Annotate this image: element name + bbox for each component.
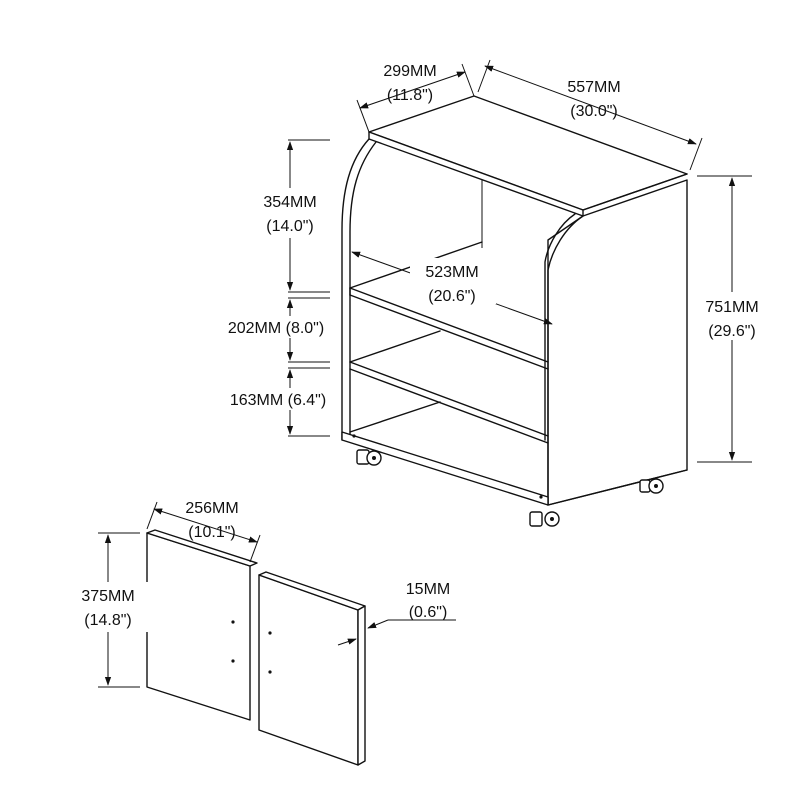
- door-width-mm-label: 256MM: [185, 500, 238, 517]
- left-side-panel: [341, 138, 370, 441]
- inner-width-mm-label: 523MM: [425, 264, 478, 281]
- dimension-depth: 299MM (11.8"): [356, 63, 475, 133]
- width-mm-label: 557MM: [567, 79, 620, 96]
- caster-back-right: [639, 478, 664, 494]
- door-height-in-label: (14.8"): [84, 612, 131, 629]
- dimension-door-width: 256MM (10.1"): [146, 500, 261, 563]
- door-width-in-label: (10.1"): [188, 524, 235, 541]
- door-left: [146, 529, 258, 721]
- cabinet-base: [341, 401, 688, 506]
- height-in-label: (29.6"): [708, 323, 755, 340]
- caster-front-right: [529, 511, 560, 527]
- dimension-door-thickness: 15MM (0.6"): [337, 581, 456, 646]
- dimension-width: 557MM (30.0"): [477, 59, 703, 171]
- height-mm-label: 751MM: [705, 299, 758, 316]
- bottom-gap-label: 163MM (6.4"): [230, 392, 326, 409]
- door-height-mm-label: 375MM: [81, 588, 134, 605]
- caster-front-left: [356, 449, 382, 466]
- dimension-door-height: 375MM (14.8"): [68, 532, 148, 688]
- door-thickness-in-label: (0.6"): [409, 604, 448, 621]
- dimension-shelf-gaps: 354MM (14.0") 202MM (8.0") 163MM (6.4"): [212, 139, 340, 437]
- dimension-height: 751MM (29.6"): [690, 175, 774, 463]
- top-gap-mm-label: 354MM: [263, 194, 316, 211]
- top-gap-in-label: (14.0"): [266, 218, 313, 235]
- shelf-lower: [349, 330, 549, 444]
- width-in-label: (30.0"): [570, 103, 617, 120]
- dimension-inner-width: 523MM (20.6"): [351, 251, 553, 325]
- mid-gap-label: 202MM (8.0"): [228, 320, 324, 337]
- inner-width-in-label: (20.6"): [428, 288, 475, 305]
- door-right: [258, 571, 366, 766]
- depth-mm-label: 299MM: [383, 63, 436, 80]
- door-thickness-mm-label: 15MM: [406, 581, 450, 598]
- depth-in-label: (11.8"): [387, 87, 433, 104]
